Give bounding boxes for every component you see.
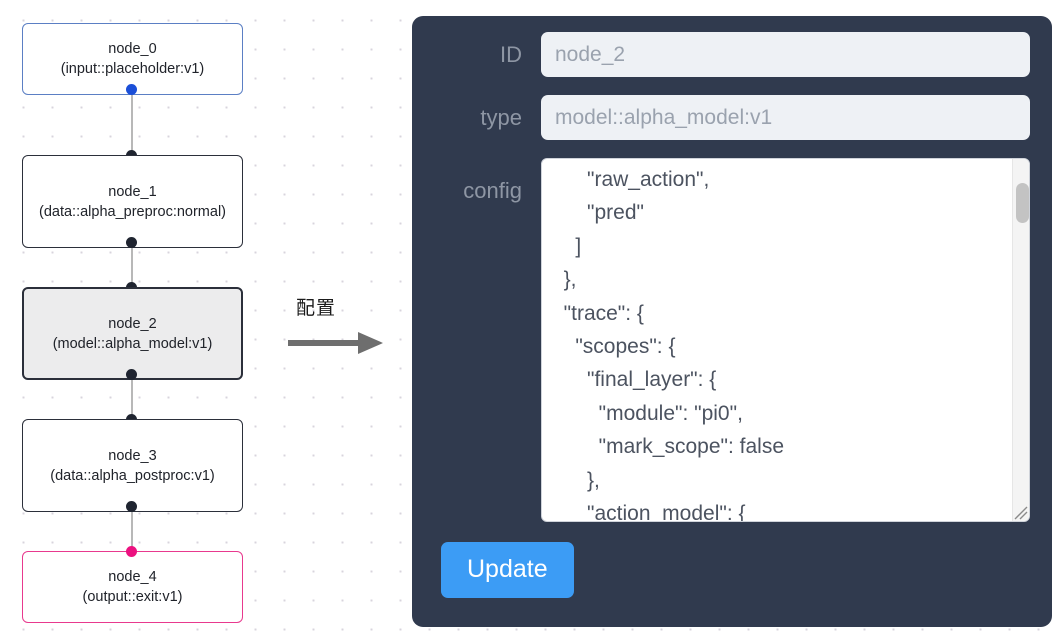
node-title: node_4 bbox=[108, 569, 157, 585]
id-input[interactable] bbox=[541, 32, 1030, 77]
node-port-node_0-out[interactable] bbox=[126, 84, 137, 95]
node-subtitle: (input::placeholder:v1) bbox=[60, 61, 205, 77]
node-port-node_2-out[interactable] bbox=[126, 369, 137, 380]
edge-node0-node1 bbox=[131, 89, 133, 163]
config-field-label: config bbox=[463, 178, 522, 203]
node-subtitle: (data::alpha_preproc:normal) bbox=[39, 203, 226, 220]
edge-node1-node2 bbox=[131, 242, 133, 294]
node-title: node_1 bbox=[108, 183, 157, 200]
id-field-label: ID bbox=[500, 41, 522, 67]
config-textarea-wrapper bbox=[541, 158, 1030, 522]
config-scrollbar-thumb[interactable] bbox=[1016, 183, 1029, 223]
panel-actions: Update bbox=[434, 542, 1030, 598]
field-row-config: config bbox=[434, 158, 1030, 522]
graph-node-node_1[interactable]: node_1 (data::alpha_preproc:normal) bbox=[22, 155, 243, 248]
edge-node3-node4 bbox=[131, 506, 133, 558]
graph-node-node_4[interactable]: node_4 (output::exit:v1) bbox=[22, 551, 243, 623]
field-row-type: type bbox=[434, 95, 1030, 140]
field-row-id: ID bbox=[434, 32, 1030, 77]
node-port-node_4-in[interactable] bbox=[126, 546, 137, 557]
node-config-panel: ID type config Update bbox=[412, 16, 1052, 627]
edge-node2-node3 bbox=[131, 374, 133, 426]
graph-node-node_2[interactable]: node_2 (model::alpha_model:v1) bbox=[22, 287, 243, 380]
node-graph[interactable]: node_0 (input::placeholder:v1) node_1 (d… bbox=[0, 0, 400, 643]
node-subtitle: (output::exit:v1) bbox=[82, 589, 183, 605]
node-port-node_1-out[interactable] bbox=[126, 237, 137, 248]
right-arrow-icon bbox=[288, 332, 383, 354]
config-textarea[interactable] bbox=[541, 158, 1030, 522]
node-title: node_3 bbox=[108, 447, 157, 464]
type-field-label: type bbox=[480, 104, 522, 130]
annotation-group: 配置 bbox=[286, 297, 396, 354]
annotation-label: 配置 bbox=[296, 298, 337, 319]
node-title: node_0 bbox=[108, 41, 157, 57]
node-subtitle: (model::alpha_model:v1) bbox=[52, 335, 213, 352]
config-scrollbar-track[interactable] bbox=[1012, 159, 1029, 521]
node-port-node_3-out[interactable] bbox=[126, 501, 137, 512]
node-title: node_2 bbox=[108, 315, 157, 332]
type-input[interactable] bbox=[541, 95, 1030, 140]
node-subtitle: (data::alpha_postproc:v1) bbox=[50, 467, 215, 484]
update-button[interactable]: Update bbox=[441, 542, 574, 598]
graph-node-node_3[interactable]: node_3 (data::alpha_postproc:v1) bbox=[22, 419, 243, 512]
